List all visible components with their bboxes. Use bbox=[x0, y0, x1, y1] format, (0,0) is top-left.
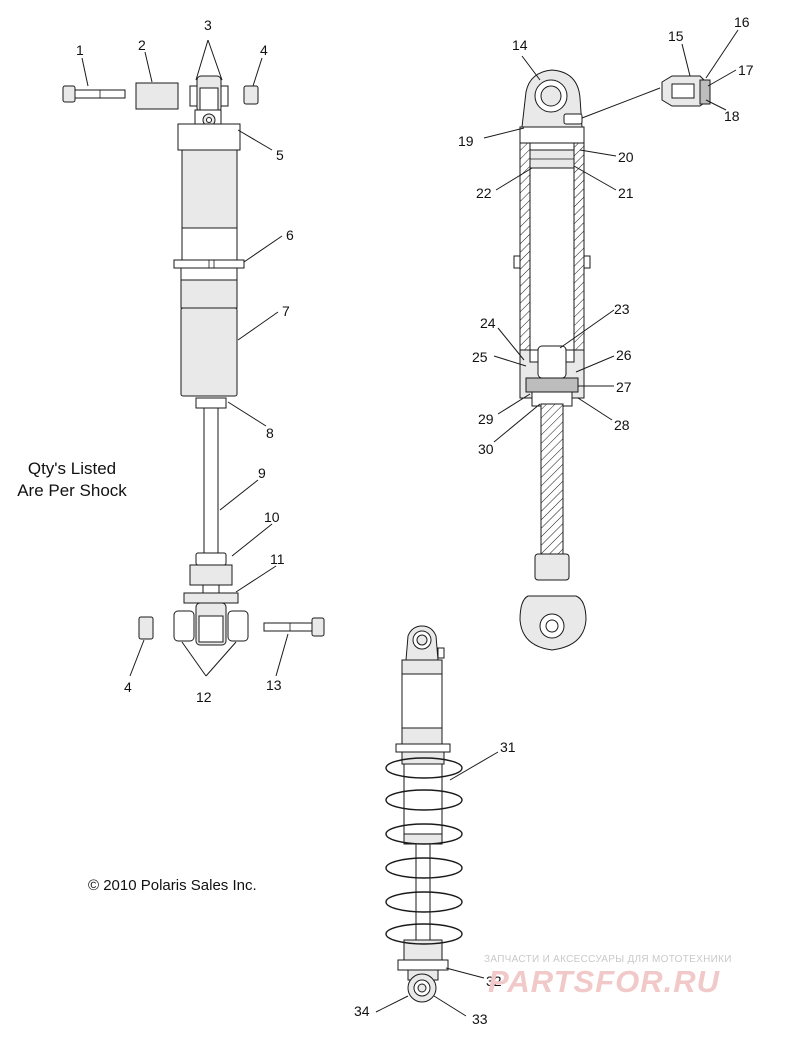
bolt-part-13 bbox=[263, 617, 325, 637]
watermark-tagline: ЗАПЧАСТИ И АКСЕССУАРЫ ДЛЯ МОТОТЕХНИКИ bbox=[484, 954, 732, 965]
callout-33: 33 bbox=[472, 1011, 488, 1027]
top-eyelet-part-3 bbox=[189, 75, 229, 113]
callout-15: 15 bbox=[668, 28, 684, 44]
callout-28: 28 bbox=[614, 417, 630, 433]
body-part-7 bbox=[180, 267, 238, 397]
callout-19: 19 bbox=[458, 133, 474, 149]
piston-assembly-parts-23-30 bbox=[519, 345, 585, 407]
callout-7: 7 bbox=[282, 303, 290, 319]
air-valve bbox=[563, 113, 583, 125]
callout-26: 26 bbox=[616, 347, 632, 363]
bolt-part-1 bbox=[62, 85, 126, 103]
callout-16: 16 bbox=[734, 14, 750, 30]
washer-part-11 bbox=[183, 584, 239, 604]
seal-part-8 bbox=[195, 397, 227, 409]
callout-25: 25 bbox=[472, 349, 488, 365]
callout-31: 31 bbox=[500, 739, 516, 755]
callout-32: 32 bbox=[486, 973, 502, 989]
cutaway-shock bbox=[513, 69, 711, 651]
sleeve-part-2 bbox=[135, 82, 179, 110]
cutaway-body bbox=[519, 142, 585, 351]
bottom-eyelet-part-12 bbox=[173, 602, 249, 646]
callout-4-bottom: 4 bbox=[124, 679, 132, 695]
callout-14: 14 bbox=[512, 37, 528, 53]
callout-11: 11 bbox=[270, 551, 285, 567]
quantity-note-line-1: Qty's Listed bbox=[28, 459, 116, 478]
assembled-shock bbox=[385, 625, 463, 1003]
callout-1: 1 bbox=[76, 42, 84, 58]
callout-34: 34 bbox=[354, 1003, 370, 1019]
quantity-note-line-2: Are Per Shock bbox=[17, 481, 127, 500]
callout-4-top: 4 bbox=[260, 42, 268, 58]
callout-17: 17 bbox=[738, 62, 754, 78]
nut-part-4-bottom bbox=[138, 616, 154, 640]
callout-29: 29 bbox=[478, 411, 494, 427]
callout-6: 6 bbox=[286, 227, 294, 243]
collar-part-6 bbox=[173, 259, 245, 269]
reservoir-body bbox=[181, 149, 238, 229]
callout-2: 2 bbox=[138, 37, 146, 53]
callout-labels: 1 2 3 4 5 6 7 8 9 10 11 4 12 13 14 15 16… bbox=[76, 14, 754, 1027]
callout-9: 9 bbox=[258, 465, 266, 481]
callout-24: 24 bbox=[480, 315, 496, 331]
nut-part-4-top bbox=[243, 85, 259, 105]
copyright-text: © 2010 Polaris Sales Inc. bbox=[88, 877, 257, 894]
head-part-14 bbox=[521, 69, 583, 128]
callout-3: 3 bbox=[204, 17, 212, 33]
shaft-part-9 bbox=[203, 407, 219, 554]
callout-27: 27 bbox=[616, 379, 632, 395]
callout-30: 30 bbox=[478, 441, 494, 457]
cutaway-shaft bbox=[540, 403, 564, 555]
callout-10: 10 bbox=[264, 509, 280, 525]
callout-21: 21 bbox=[618, 185, 634, 201]
callout-18: 18 bbox=[724, 108, 740, 124]
exploded-shock bbox=[62, 75, 325, 646]
callout-22: 22 bbox=[476, 185, 492, 201]
callout-5: 5 bbox=[276, 147, 284, 163]
callout-23: 23 bbox=[614, 301, 630, 317]
callout-13: 13 bbox=[266, 677, 282, 693]
callout-12: 12 bbox=[196, 689, 212, 705]
bumper-part-10 bbox=[189, 552, 233, 586]
watermark-brand: PARTSFOR.RU bbox=[488, 964, 721, 999]
leader-lines bbox=[81, 29, 739, 1017]
cutaway-bottom-eye bbox=[519, 595, 587, 651]
spring-part-31 bbox=[385, 757, 463, 945]
callout-8: 8 bbox=[266, 425, 274, 441]
valve-cap-parts-15-18 bbox=[661, 75, 711, 107]
callout-20: 20 bbox=[618, 149, 634, 165]
cap-part-5 bbox=[177, 109, 241, 151]
